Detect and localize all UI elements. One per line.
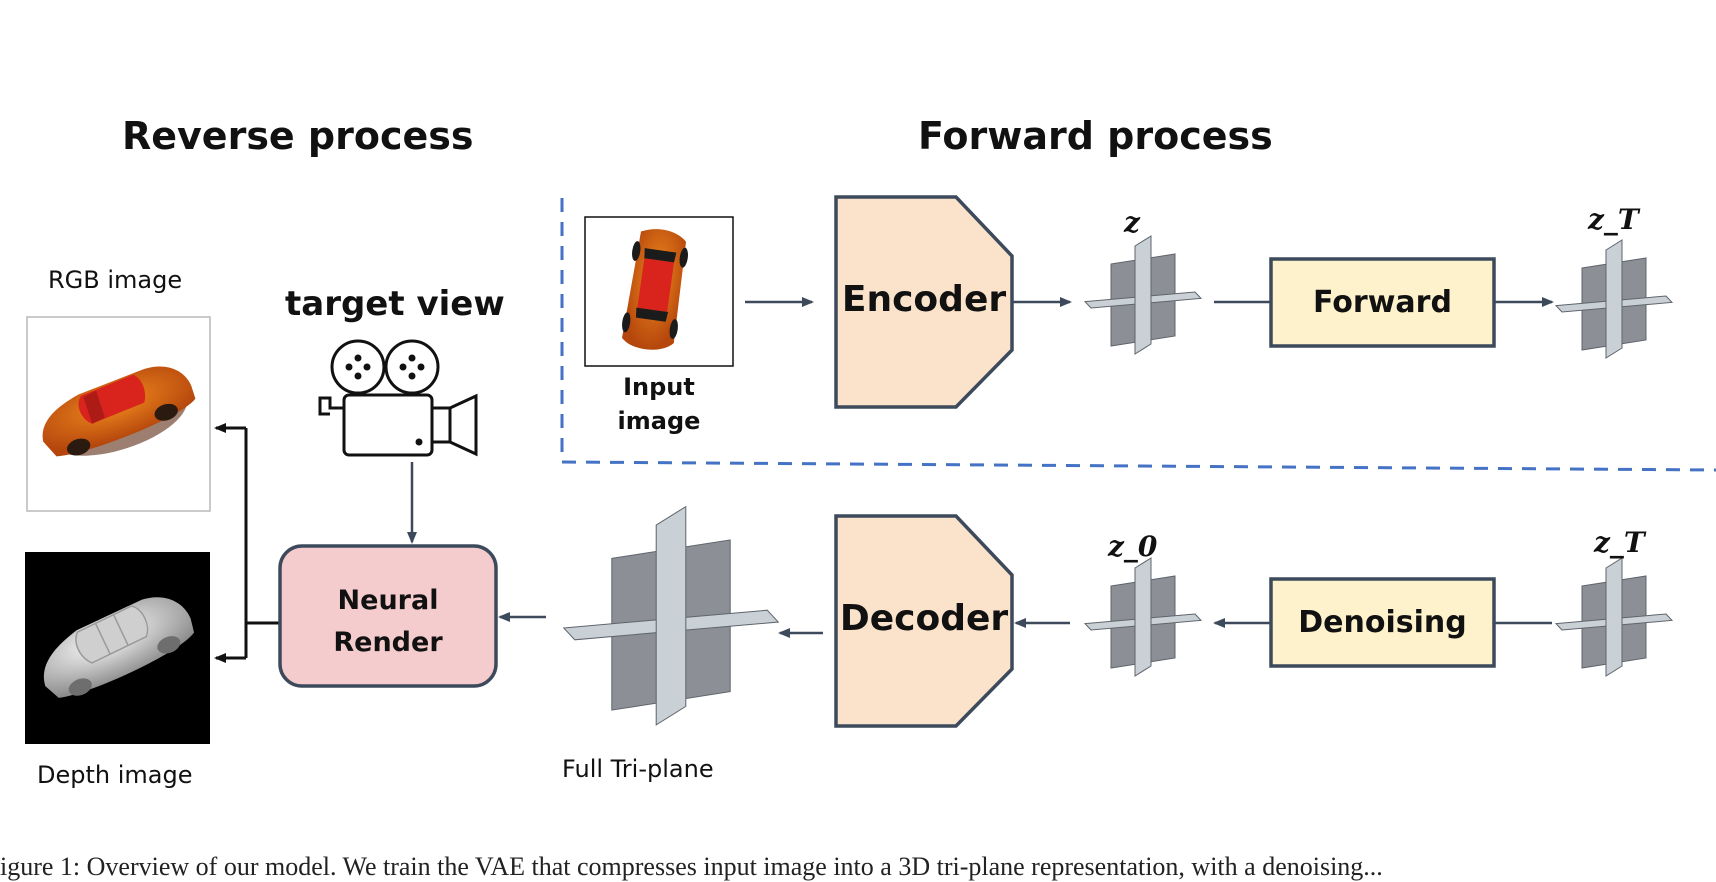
denoising-block [1269,577,1496,668]
target-view-label: target view [285,284,505,324]
triplane-zT-top-icon [1554,239,1674,359]
diagram: Reverse process Forward process RGB imag… [0,114,1716,881]
reverse-arrows [498,612,1552,638]
forward-block [1269,257,1496,348]
forward-process-boundary [560,198,1716,472]
encoder-label: Encoder [841,279,1007,320]
input-image-line1: Input [623,373,695,401]
triplane-side-plane [1605,239,1623,359]
camera-icon [318,339,478,457]
input-image-label: Input image [600,370,718,438]
depth-car-render [43,597,195,698]
rgb-image-label: RGB image [48,266,183,294]
full-triplane-icon [562,505,780,726]
neural-render-label: Neural Render [280,580,496,664]
triplane-z-icon [1083,235,1203,355]
triplane-side-plane [655,505,687,726]
triplane-side-plane [1134,557,1152,677]
triplane-side-plane [1605,557,1623,677]
zT-bottom-variable: z_T [1594,526,1645,559]
decoder-label: Decoder [839,598,1009,639]
z0-variable: z_0 [1108,530,1158,563]
render-output-arrows [214,423,280,663]
encoder-block [834,195,1014,409]
full-triplane-label: Full Tri-plane [562,755,714,783]
forward-process-heading: Forward process [918,114,1273,158]
rgb-car-render [42,366,196,457]
reverse-process-heading: Reverse process [122,114,474,158]
neural-render-line1: Neural [337,585,439,616]
depth-image-label: Depth image [37,761,193,789]
input-car-render [622,229,688,350]
triplane-side-plane [1134,235,1152,355]
neural-render-block [278,544,498,688]
denoising-block-label: Denoising [1298,605,1467,640]
z-variable: z [1124,206,1140,239]
depth-image [25,552,210,744]
figure-caption: igure 1: Overview of our model. We train… [0,852,1383,881]
input-image [584,216,734,367]
zT-top-variable: z_T [1588,203,1639,236]
input-image-line2: image [617,407,701,435]
forward-block-label: Forward [1313,285,1452,320]
rgb-image [26,316,211,512]
triplane-z0-icon [1083,557,1203,677]
diagram-graphics [25,195,1716,744]
decoder-block [834,514,1014,728]
triplane-zT-bottom-icon [1554,557,1674,677]
neural-render-line2: Render [333,627,443,658]
